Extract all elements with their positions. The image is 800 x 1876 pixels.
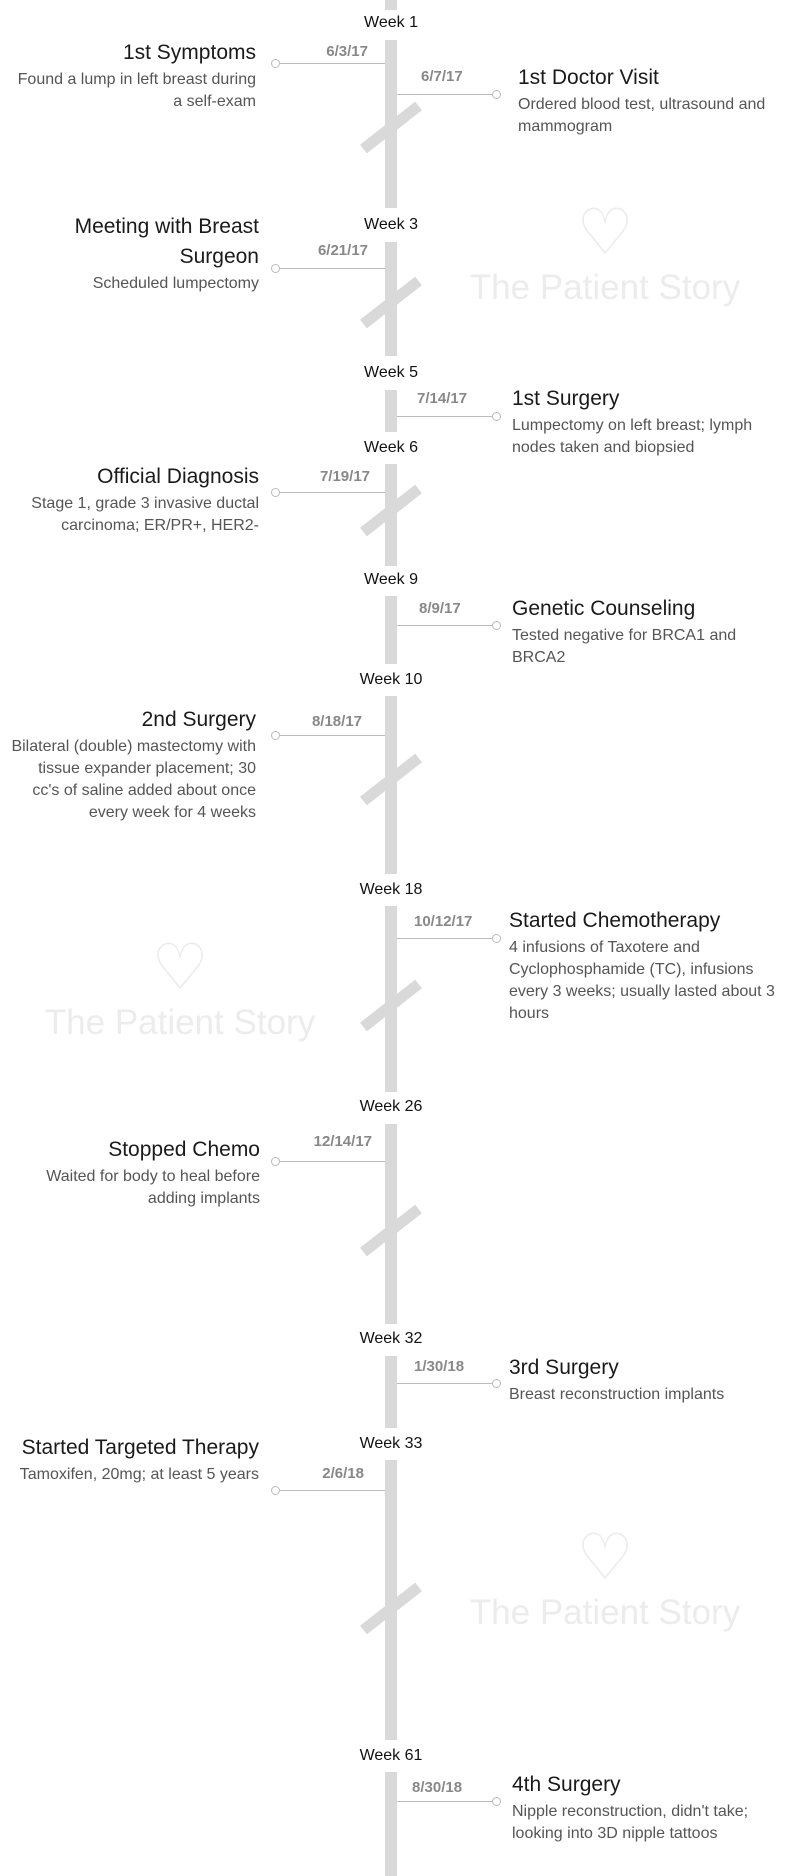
- week-label: Week 3: [364, 216, 418, 233]
- week-label: Week 5: [364, 364, 418, 381]
- week-label: Week 9: [364, 571, 418, 588]
- event-date: 2/6/18: [322, 1465, 364, 1482]
- connector-dot: [271, 1157, 280, 1166]
- connector-line: [278, 492, 385, 493]
- event-date: 12/14/17: [313, 1133, 372, 1150]
- week-label: Week 6: [364, 439, 418, 456]
- connector-line: [397, 94, 495, 95]
- timeline-segment: [385, 1356, 397, 1428]
- timeline-event: 1st Doctor Visit Ordered blood test, ult…: [518, 63, 780, 138]
- event-date: 8/9/17: [419, 600, 461, 617]
- connector-dot: [492, 621, 501, 630]
- connector-dot: [271, 731, 280, 740]
- connector-dot: [492, 934, 501, 943]
- connector-dot: [271, 1486, 280, 1495]
- timeline-event: Stopped Chemo Waited for body to heal be…: [10, 1135, 260, 1210]
- event-description: Tested negative for BRCA1 and BRCA2: [512, 627, 737, 666]
- event-description: Found a lump in left breast during a sel…: [17, 71, 256, 110]
- timeline-segment: [385, 1772, 397, 1876]
- connector-line: [397, 625, 495, 626]
- timeline-segment: [385, 390, 397, 432]
- watermark: ♡ The Patient Story: [455, 1525, 755, 1633]
- connector-dot: [271, 264, 280, 273]
- watermark: ♡ The Patient Story: [30, 935, 330, 1043]
- event-date: 10/12/17: [414, 913, 473, 930]
- connector-dot: [271, 59, 280, 68]
- event-description: Lumpectomy on left breast; lymph nodes t…: [512, 417, 753, 456]
- event-title: 4th Surgery: [512, 1773, 621, 1796]
- week-label: Week 26: [359, 1098, 423, 1115]
- week-label: Week 18: [359, 881, 423, 898]
- connector-line: [278, 735, 385, 736]
- timeline-event: 3rd Surgery Breast reconstruction implan…: [509, 1353, 779, 1406]
- watermark-text: The Patient Story: [469, 268, 741, 307]
- event-date: 6/3/17: [326, 43, 368, 60]
- connector-line: [397, 1801, 495, 1802]
- heart-handshake-icon: ♡: [576, 196, 634, 268]
- connector-line: [397, 1383, 495, 1384]
- event-date: 8/18/17: [311, 713, 362, 730]
- week-label: Week 61: [359, 1747, 423, 1764]
- connector-line: [278, 1161, 385, 1162]
- week-label: Week 32: [359, 1330, 423, 1347]
- event-date: 6/21/17: [317, 242, 368, 259]
- event-description: Nipple reconstruction, didn't take; look…: [512, 1803, 749, 1842]
- connector-dot: [492, 90, 501, 99]
- heart-handshake-icon: ♡: [151, 931, 209, 1003]
- event-description: Bilateral (double) mastectomy with tissu…: [11, 738, 256, 821]
- week-label: Week 1: [364, 14, 418, 31]
- event-title: 1st Symptoms: [122, 41, 256, 64]
- connector-line: [278, 1490, 385, 1491]
- event-description: Ordered blood test, ultrasound and mammo…: [518, 96, 766, 135]
- timeline-event: 1st Symptoms Found a lump in left breast…: [10, 38, 256, 113]
- event-title: Official Diagnosis: [97, 465, 259, 488]
- connector-dot: [271, 488, 280, 497]
- watermark-text: The Patient Story: [469, 1593, 741, 1632]
- timeline-event: 1st Surgery Lumpectomy on left breast; l…: [512, 384, 792, 459]
- event-description: Scheduled lumpectomy: [92, 275, 259, 292]
- event-title: Stopped Chemo: [108, 1138, 260, 1161]
- timeline-event: Official Diagnosis Stage 1, grade 3 inva…: [10, 462, 259, 537]
- timeline-event: Started Chemotherapy 4 infusions of Taxo…: [509, 906, 793, 1025]
- watermark-text: The Patient Story: [44, 1003, 316, 1042]
- connector-dot: [492, 1797, 501, 1806]
- connector-line: [278, 63, 385, 64]
- connector-line: [397, 938, 495, 939]
- event-date: 7/14/17: [417, 390, 468, 407]
- timeline-segment: [385, 0, 397, 10]
- event-date: 1/30/18: [414, 1358, 465, 1375]
- event-date: 6/7/17: [421, 68, 463, 85]
- event-description: 4 infusions of Taxotere and Cyclophospha…: [509, 939, 775, 1022]
- timeline-event: Started Targeted Therapy Tamoxifen, 20mg…: [10, 1433, 259, 1486]
- timeline-event: 4th Surgery Nipple reconstruction, didn'…: [512, 1770, 792, 1845]
- connector-line: [278, 268, 385, 269]
- event-title: Meeting with Breast Surgeon: [74, 215, 259, 268]
- week-label: Week 10: [359, 671, 423, 688]
- event-title: 2nd Surgery: [141, 708, 256, 731]
- event-description: Waited for body to heal before adding im…: [46, 1168, 260, 1207]
- event-title: 3rd Surgery: [509, 1356, 619, 1379]
- event-title: Started Targeted Therapy: [21, 1436, 259, 1459]
- event-description: Stage 1, grade 3 invasive ductal carcino…: [31, 495, 259, 534]
- event-date: 8/30/18: [412, 1779, 463, 1796]
- event-title: Started Chemotherapy: [509, 909, 721, 932]
- event-description: Breast reconstruction implants: [509, 1386, 725, 1403]
- timeline-segment: [385, 596, 397, 664]
- event-title: 1st Doctor Visit: [518, 66, 659, 89]
- event-title: 1st Surgery: [512, 387, 620, 410]
- connector-dot: [492, 1379, 501, 1388]
- connector-line: [397, 416, 495, 417]
- event-date: 7/19/17: [319, 468, 370, 485]
- timeline-event: Genetic Counseling Tested negative for B…: [512, 594, 774, 669]
- connector-dot: [492, 412, 501, 421]
- event-title: Genetic Counseling: [512, 597, 696, 620]
- week-label: Week 33: [359, 1435, 423, 1452]
- event-description: Tamoxifen, 20mg; at least 5 years: [19, 1466, 259, 1483]
- timeline-event: Meeting with Breast Surgeon Scheduled lu…: [10, 212, 259, 295]
- watermark: ♡ The Patient Story: [455, 200, 755, 308]
- timeline-event: 2nd Surgery Bilateral (double) mastectom…: [10, 705, 256, 824]
- heart-handshake-icon: ♡: [576, 1521, 634, 1593]
